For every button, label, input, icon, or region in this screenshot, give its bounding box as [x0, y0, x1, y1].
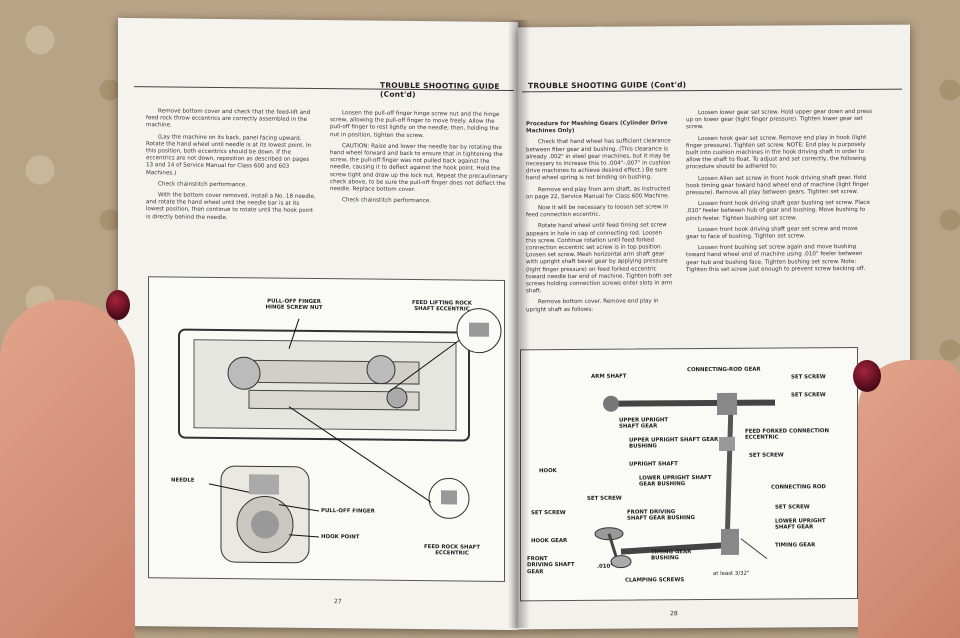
paragraph: Loosen Allen set screw in front hook dri…: [686, 174, 869, 197]
label-front-driving-bushing: FRONT DRIVING SHAFT GEAR BUSHING: [627, 509, 695, 523]
paragraph: Loosen front hook driving shaft gear set…: [686, 225, 858, 241]
label-connecting-rod-gear: CONNECTING-ROD GEAR: [687, 366, 761, 374]
label-set-screw: SET SCREW: [531, 510, 566, 517]
label-lower-upright-gear: LOWER UPRIGHT SHAFT GEAR: [775, 518, 826, 531]
left-hand: [0, 300, 135, 638]
paragraph: Check that hand wheel has sufficient cle…: [526, 138, 671, 182]
label-clamping-screws: CLAMPING SCREWS: [625, 577, 685, 584]
label-pull-off-hinge: PULL-OFF FINGER HINGE SCREW NUT: [265, 298, 323, 312]
label-lower-upright-bushing: LOWER UPRIGHT SHAFT GEAR BUSHING: [639, 475, 712, 488]
left-page: TROUBLE SHOOTING GUIDE (Cont'd) Remove b…: [118, 17, 518, 631]
label-set-screw: SET SCREW: [791, 374, 826, 381]
right-column-2: Loosen lower gear set screw. Hold upper …: [686, 109, 872, 278]
paragraph: Remove end play from arm shaft, as instr…: [526, 185, 671, 201]
right-hand: [858, 360, 960, 638]
paragraph: Loosen front bushing set screw again and…: [686, 244, 866, 274]
left-thumbnail: [106, 290, 130, 320]
left-column-1: Remove bottom cover and check that the f…: [146, 108, 318, 227]
right-page: TROUBLE SHOOTING GUIDE (Cont'd) Procedur…: [518, 24, 910, 630]
paragraph: Rotate hand wheel until feed timing set …: [526, 222, 673, 295]
label-needle: NEEDLE: [171, 477, 195, 484]
paragraph: Remove bottom cover. Remove end play in …: [526, 298, 659, 313]
machine-bed-illustration: [178, 308, 502, 564]
label-feed-forked: FEED FORKED CONNECTION ECCENTRIC: [745, 428, 830, 442]
label-arm-shaft: ARM SHAFT: [591, 373, 627, 380]
paragraph: Check chainstitch performance.: [342, 197, 431, 205]
paragraph: Loosen lower gear set screw. Hold upper …: [686, 108, 873, 131]
right-column-1: Procedure for Meshing Gears (Cylinder Dr…: [526, 120, 674, 318]
right-page-header: TROUBLE SHOOTING GUIDE (Cont'd): [528, 80, 687, 91]
label-feed-lifting: FEED LIFTING ROCK SHAFT ECCENTRIC: [412, 299, 472, 313]
label-front-driving-gear: FRONT DRIVING SHAFT GEAR: [527, 556, 575, 576]
right-thumbnail: [853, 360, 881, 392]
label-timing-gear-bushing: TIMING GEAR BUSHING: [651, 549, 692, 562]
label-upright-shaft: UPRIGHT SHAFT: [629, 461, 678, 468]
left-page-number: 27: [334, 598, 342, 606]
procedure-title: Procedure for Meshing Gears (Cylinder Dr…: [526, 120, 668, 135]
paragraph: With the bottom cover removed, install a…: [146, 192, 316, 221]
left-figure-frame: PULL-OFF FINGER HINGE SCREW NUT FEED LIF…: [148, 276, 505, 582]
label-pull-off-finger: PULL-OFF FINGER: [321, 508, 375, 515]
left-column-2: Loosen the pull-off finger hinge screw n…: [330, 110, 508, 210]
paragraph: Loosen front hook driving shaft gear bus…: [686, 200, 870, 222]
book-gutter-shadow: [508, 20, 530, 628]
label-upper-upright-bushing: UPPER UPRIGHT SHAFT GEAR BUSHING: [629, 436, 719, 450]
paragraph: Check chainstitch performance.: [158, 181, 247, 189]
paragraph: (Lay the machine on its back, panel faci…: [146, 133, 312, 177]
label-timing-gear: TIMING GEAR: [775, 542, 816, 549]
label-set-screw: SET SCREW: [587, 495, 622, 502]
label-set-screw: SET SCREW: [775, 504, 810, 511]
right-figure-frame: ARM SHAFT CONNECTING-ROD GEAR SET SCREW …: [520, 346, 858, 602]
label-set-screw: SET SCREW: [791, 392, 826, 399]
paragraph: Remove bottom cover and check that the f…: [146, 108, 311, 129]
gear-shaft-illustration: [594, 392, 775, 569]
label-hook-gear: HOOK GEAR: [531, 538, 568, 545]
label-upper-upright-gear: UPPER UPRIGHT SHAFT GEAR: [619, 417, 669, 431]
label-set-screw: SET SCREW: [749, 452, 784, 459]
label-at-least: at least 3/32": [713, 570, 750, 578]
right-page-number: 28: [670, 610, 678, 618]
paragraph: Now it will be necessary to loosen set s…: [526, 204, 669, 219]
paragraph: Loosen the pull-off finger hinge screw n…: [330, 110, 500, 139]
paragraph: CAUTION: Raise and lower the needle bar …: [330, 143, 508, 194]
label-feeler: .010": [597, 563, 614, 570]
label-feed-rock: FEED ROCK SHAFT ECCENTRIC: [423, 544, 481, 557]
paragraph: Loosen hook gear set screw. Remove end p…: [686, 134, 867, 171]
label-connecting-rod: CONNECTING ROD: [771, 484, 826, 491]
label-hook-point: HOOK POINT: [321, 534, 360, 541]
label-hook: HOOK: [539, 468, 557, 475]
